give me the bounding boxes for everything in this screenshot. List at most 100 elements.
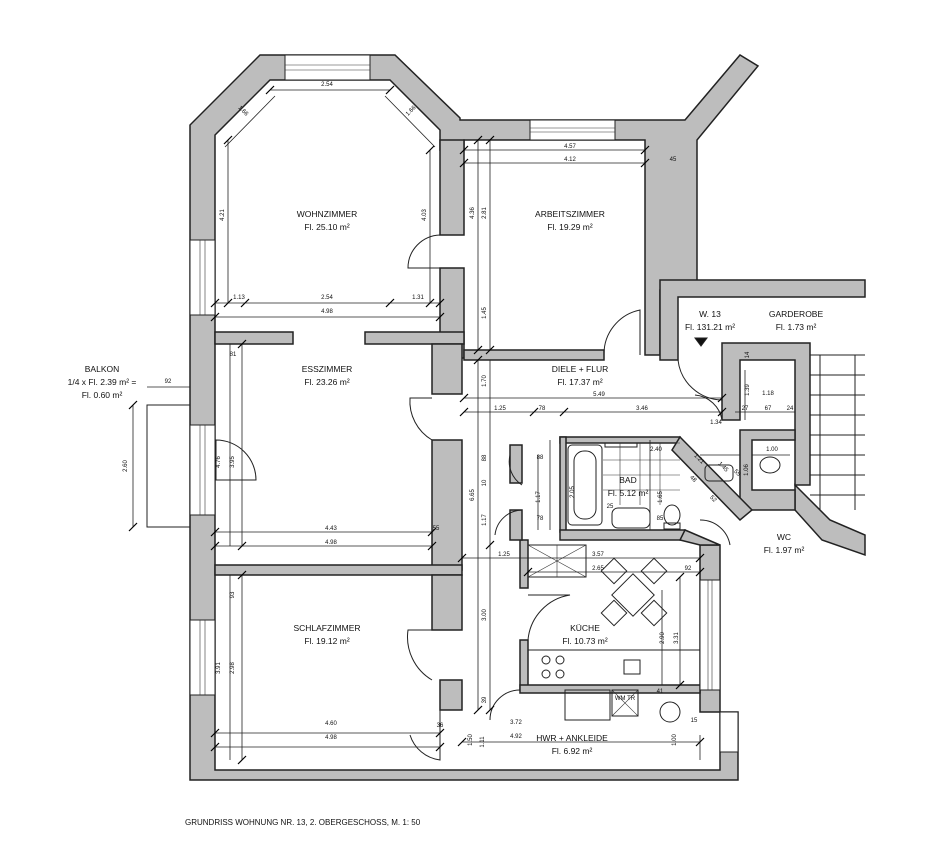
wall-bad-bottom (559, 529, 686, 541)
dim-1-17-a: 1.17 (482, 514, 488, 526)
dim-92: 92 (685, 566, 692, 572)
dim-78: 78 (539, 406, 546, 412)
room-diele-area: Fl. 17.37 m² (557, 377, 603, 387)
wall-schlaf-diele-lower (439, 679, 463, 711)
dim-2-05: 2.05 (570, 486, 576, 498)
dim-27: 27 (742, 406, 749, 412)
room-wohnzimmer-name: WOHNZIMMER (297, 209, 357, 219)
stairs (810, 354, 865, 510)
dim-1-00-hwr: 1.00 (672, 734, 678, 746)
dim-55-wc: 55 (732, 469, 741, 478)
door-bad-lower (494, 509, 523, 536)
door-wc (699, 519, 731, 546)
room-garderobe-area: Fl. 1.73 m² (776, 322, 817, 332)
wall-stub-left (509, 444, 523, 484)
dim-4-98-schlaf: 4.98 (325, 735, 337, 741)
room-schlafzimmer-area: Fl. 19.12 m² (304, 636, 350, 646)
kitchen-counter (527, 649, 701, 686)
dim-1-06: 1.06 (744, 464, 750, 476)
dim-1-45: 1.45 (482, 307, 488, 319)
wm-tr-box (611, 689, 639, 717)
wall-diagonal-bad (671, 435, 754, 522)
wall-stub-left-2 (509, 509, 523, 541)
wall-kueche-left (519, 539, 529, 589)
dim-4-76: 4.76 (216, 456, 222, 468)
door-ess-diele (409, 397, 433, 441)
door-hwr-kueche (489, 689, 521, 721)
room-labels: WOHNZIMMER Fl. 25.10 m² ARBEITSZIMMER Fl… (68, 209, 824, 756)
sink-bad (611, 507, 651, 529)
dim-1-17-b: 1.17 (536, 491, 542, 503)
wall-wohn-arbeit (439, 139, 465, 236)
dim-4-98-wohn: 4.98 (321, 309, 333, 315)
dim-3-72: 3.72 (510, 720, 522, 726)
window-kueche-right (699, 579, 721, 691)
dim-2-65: 2.65 (592, 566, 604, 572)
dim-1-25-kueche: 1.25 (498, 552, 510, 558)
window-schlafzimmer-left (189, 619, 216, 696)
dim-2-40: 2.40 (650, 447, 662, 453)
room-schlafzimmer-name: SCHLAFZIMMER (293, 623, 360, 633)
room-arbeitszimmer-name: ARBEITSZIMMER (535, 209, 605, 219)
dim-88-bad: 88 (537, 455, 544, 461)
dim-24: 24 (787, 406, 794, 412)
wall-schlaf-diele (431, 574, 463, 631)
dim-3-00: 3.00 (482, 609, 488, 621)
dim-15: 15 (691, 718, 698, 724)
wall-garderobe (721, 342, 811, 486)
dim-6-65: 6.65 (470, 489, 476, 501)
dim-48: 48 (688, 475, 697, 484)
wall-diagonal-bad-lower (678, 529, 721, 546)
dim-3-31: 3.31 (674, 632, 680, 644)
dim-2-98: 2.98 (230, 662, 236, 674)
dim-4-60: 4.60 (325, 721, 337, 727)
wall-kueche-left-lower (519, 639, 529, 691)
dim-1-00-wc: 1.00 (766, 447, 778, 453)
door-diele-arbeit (603, 309, 641, 356)
dim-2-90: 2.90 (660, 632, 666, 644)
dim-4-03: 4.03 (422, 209, 428, 221)
balkon-name: BALKON (85, 364, 120, 374)
room-wohnzimmer-area: Fl. 25.10 m² (304, 222, 350, 232)
window-wohnzimmer-top (284, 54, 371, 81)
dim-52: 52 (708, 495, 717, 504)
dim-1-11: 1.11 (480, 736, 486, 748)
dim-1-45: 1.45 (716, 461, 729, 474)
dim-4-12: 4.12 (564, 157, 576, 163)
dim-93: 93 (230, 591, 236, 598)
room-wc-name: WC (777, 532, 791, 542)
dim-3-91: 3.91 (216, 662, 222, 674)
dim-2-54-mid: 2.54 (321, 295, 333, 301)
room-kueche-name: KÜCHE (570, 623, 600, 633)
dimension-lines (215, 89, 795, 760)
dim-4-43: 4.43 (325, 526, 337, 532)
dim-36: 36 (437, 723, 444, 729)
dimension-ticks (210, 85, 727, 765)
dim-3-95: 3.95 (230, 456, 236, 468)
dim-1-18: 1.18 (762, 391, 774, 397)
door-bad (508, 454, 523, 486)
dim-1-34: 1.34 (710, 420, 722, 426)
dim-1-70: 1.70 (482, 375, 488, 387)
dim-39: 39 (482, 696, 488, 703)
dim-88: 88 (482, 454, 488, 461)
windows (189, 54, 739, 753)
wall-wohn-ess-left (214, 331, 294, 345)
door-kueche (527, 594, 571, 641)
room-bad-name: BAD (619, 475, 636, 485)
interior-walls (214, 139, 811, 711)
dim-67: 67 (765, 406, 772, 412)
dim-4-92: 4.92 (510, 734, 522, 740)
apartment-name: W. 13 (699, 309, 721, 319)
door-hwr (409, 710, 441, 761)
room-hwr-area: Fl. 6.92 m² (552, 746, 593, 756)
room-arbeitszimmer-area: Fl. 19.29 m² (547, 222, 593, 232)
wall-ess-schlaf (214, 564, 463, 576)
room-bad-area: Fl. 5.12 m² (608, 488, 649, 498)
balkon-area: Fl. 0.60 m² (82, 390, 123, 400)
room-diele-name: DIELE + FLUR (552, 364, 608, 374)
plan-caption: GRUNDRISS WOHNUNG NR. 13, 2. OBERGESCHOS… (185, 818, 421, 827)
dim-2-54-top: 2.54 (321, 82, 333, 88)
